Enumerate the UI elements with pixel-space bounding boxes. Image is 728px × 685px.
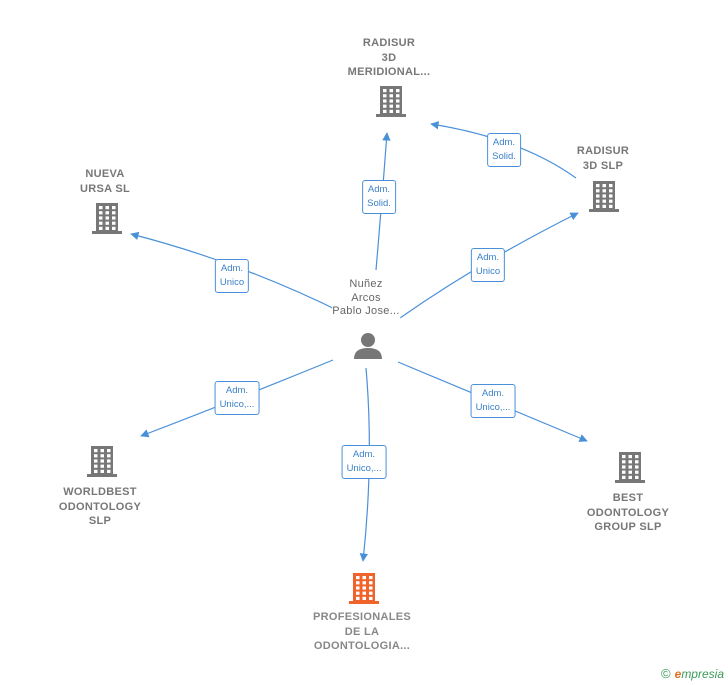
edge-label-line: Adm.: [476, 252, 500, 263]
building-icon: [376, 86, 406, 117]
edge-label[interactable]: Adm. Unico: [470, 248, 506, 282]
edge-label-line: Adm.: [492, 137, 516, 148]
company-name-worldbest-odontology-slp[interactable]: WORLDBEST ODONTOLOGY SLP: [59, 485, 141, 529]
edge-label-line: Unico,...: [475, 402, 511, 413]
company-name-line: DE LA: [344, 625, 380, 638]
company-name-line: SLP: [88, 515, 112, 527]
edge-label[interactable]: Adm. Unico: [214, 259, 250, 293]
brand-name: mpresia: [681, 667, 724, 681]
company-name-line: BEST: [612, 492, 644, 504]
person-name-line: Pablo Jose...: [332, 305, 400, 317]
brand-initial: e: [674, 667, 682, 681]
edge-label-line: Adm.: [367, 184, 391, 195]
edge-label-line: Solid.: [367, 198, 391, 209]
edge-label[interactable]: Adm. Unico,...: [470, 384, 516, 418]
company-name-line: WORLDBEST: [63, 486, 137, 498]
edge-label-line: Unico,...: [346, 463, 382, 474]
edge-label-line: Unico: [219, 277, 245, 288]
edge-label-line: Adm.: [352, 449, 376, 460]
company-name-line: ODONTOLOGIA...: [313, 640, 411, 652]
company-name-line: RADISUR: [362, 37, 416, 49]
company-name-best-odontology-group-slp[interactable]: BEST ODONTOLOGY GROUP SLP: [587, 491, 669, 535]
building-icon: [615, 452, 645, 483]
company-name-line: ODONTOLOGY: [58, 500, 142, 513]
person-name-line: Arcos: [351, 291, 381, 304]
company-name-line: 3D: [381, 51, 397, 64]
icons: [87, 86, 645, 604]
company-name-line: NUEVA: [85, 168, 125, 180]
company-name-radisur-3d-slp[interactable]: RADISUR 3D SLP: [577, 144, 629, 173]
edge-label-line: Adm.: [220, 263, 244, 274]
edge-label[interactable]: Adm. Solid.: [487, 133, 521, 167]
company-name-line: MERIDIONAL...: [347, 66, 431, 78]
company-name-line: RADISUR: [576, 145, 630, 157]
building-icon: [92, 203, 122, 234]
company-name-nueva-ursa-sl[interactable]: NUEVA URSA SL: [80, 167, 130, 196]
company-name-line: 3D SLP: [582, 159, 624, 172]
edge-label-line: Adm.: [481, 388, 505, 399]
company-name-profesionales-de-la-odontologia[interactable]: PROFESIONALES DE LA ODONTOLOGIA...: [313, 610, 411, 654]
company-name-radisur-3d-meridional[interactable]: RADISUR 3D MERIDIONAL...: [348, 36, 431, 80]
edge-label-line: Unico,...: [219, 399, 255, 410]
company-name-line: ODONTOLOGY: [586, 506, 670, 519]
edge-label-line: Adm.: [225, 385, 249, 396]
edge-label[interactable]: Adm. Unico,...: [214, 381, 260, 415]
copyright-icon: ©: [661, 666, 671, 681]
company-name-line: PROFESIONALES: [312, 611, 412, 623]
building-icon: [349, 573, 379, 604]
company-name-line: URSA SL: [80, 182, 130, 195]
edges: [130, 121, 588, 562]
edge-label[interactable]: Adm. Unico,...: [341, 445, 387, 479]
edge-label[interactable]: Adm. Solid.: [362, 180, 396, 214]
building-icon: [87, 446, 117, 477]
edge-label-line: Unico: [475, 266, 501, 277]
company-name-line: GROUP SLP: [594, 521, 662, 533]
brand-watermark: ©empresia: [661, 666, 724, 681]
edge-label-line: Solid.: [492, 151, 516, 162]
building-icon: [589, 181, 619, 212]
person-icon: [354, 333, 382, 359]
person-name-line: Nuñez: [349, 278, 383, 290]
